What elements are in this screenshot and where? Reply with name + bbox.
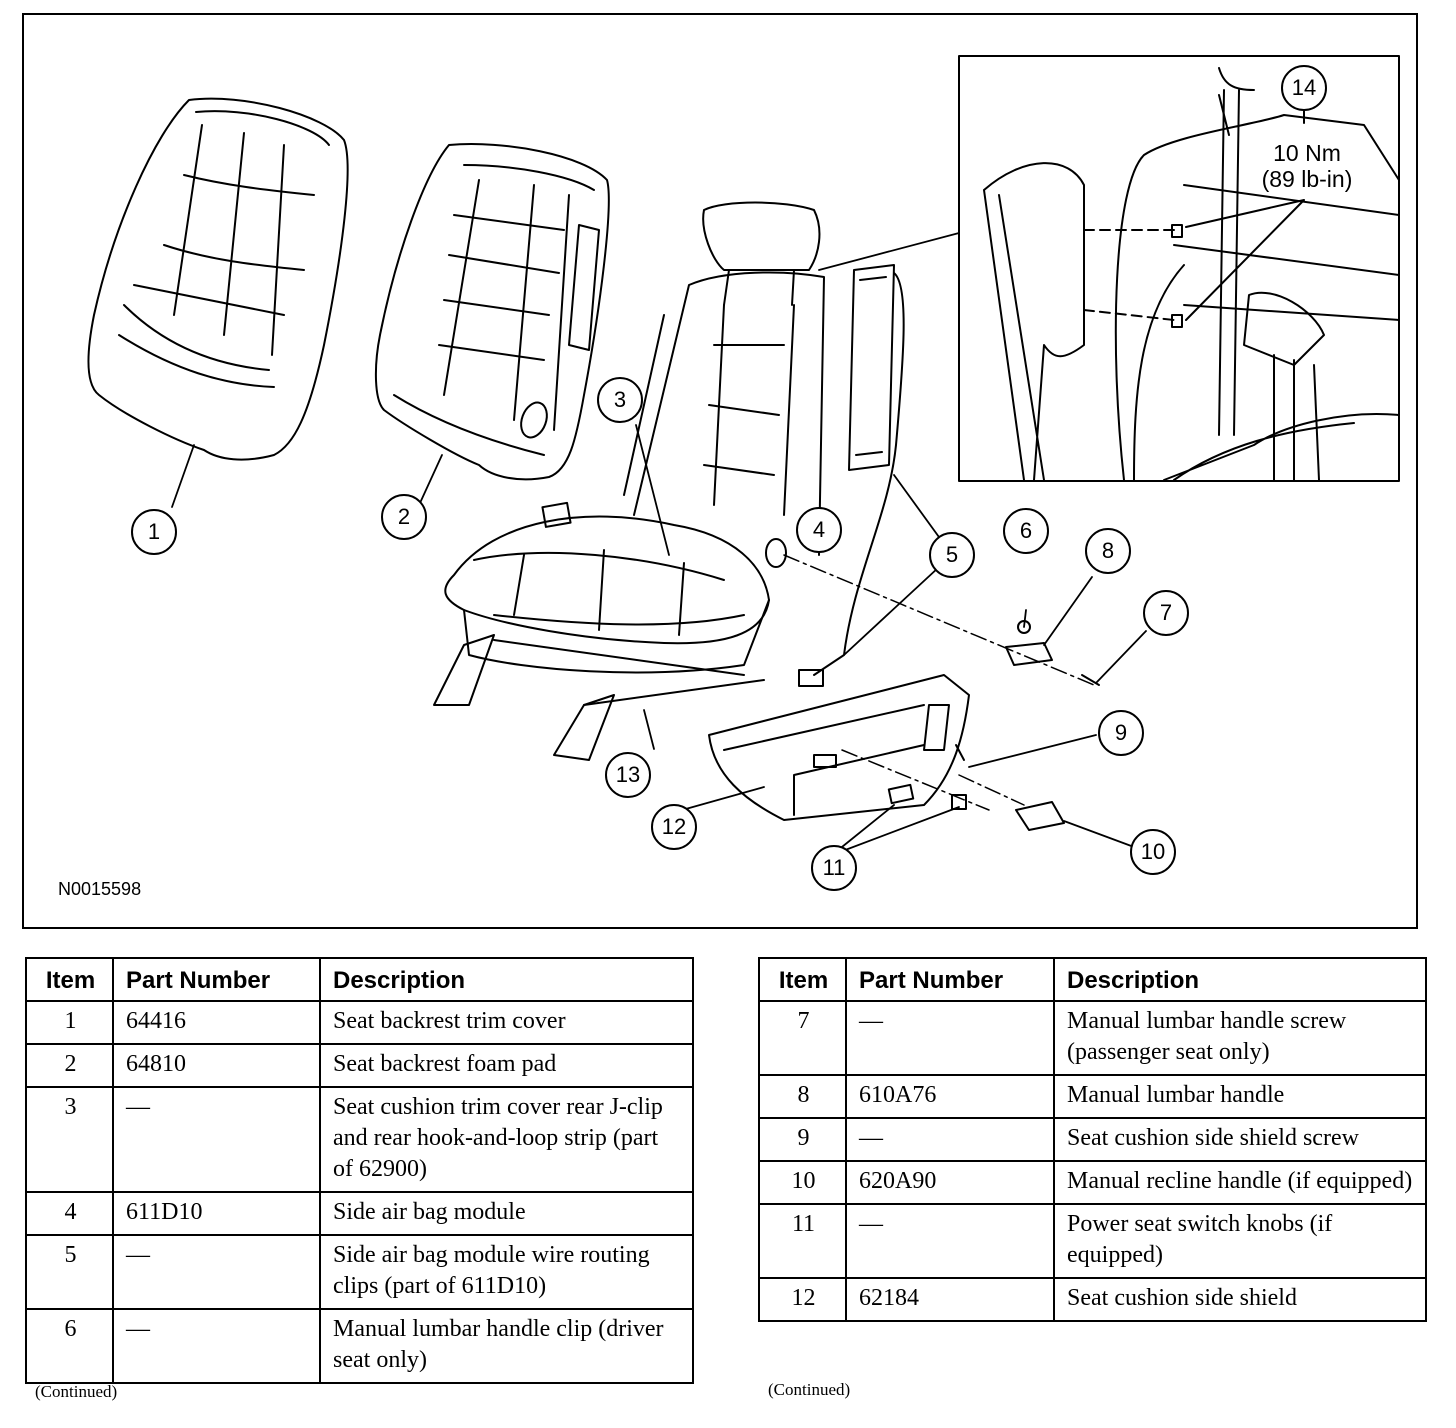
cell-description: Side air bag module wire routing clips (…: [319, 1234, 694, 1310]
table-header-row: Item Part Number Description: [758, 957, 1427, 1002]
header-item: Item: [758, 957, 847, 1002]
cell-part-number: 610A76: [845, 1074, 1055, 1119]
inset-detail: [958, 55, 1400, 482]
cell-part-number: 620A90: [845, 1160, 1055, 1205]
cell-description: Seat cushion side shield: [1053, 1277, 1427, 1322]
table-header-row: Item Part Number Description: [25, 957, 694, 1002]
cell-description: Power seat switch knobs (if equipped): [1053, 1203, 1427, 1279]
cell-description: Seat backrest trim cover: [319, 1000, 694, 1045]
callout-10: 10: [1130, 829, 1176, 875]
exploded-seat-diagram: 1 2 3 4 5 6 7 8 9 10 11 12 13 14 10 Nm (…: [22, 13, 1418, 929]
foam-pad-drawing: [374, 143, 610, 481]
continued-note-left: (Continued): [35, 1382, 118, 1401]
cell-part-number: —: [112, 1086, 321, 1193]
leader-lines: [171, 232, 1147, 856]
cell-item: 1: [25, 1000, 114, 1045]
alignment-lines: [783, 554, 1095, 811]
callout-1: 1: [131, 509, 177, 555]
header-item: Item: [25, 957, 114, 1002]
table-row: 5 — Side air bag module wire routing cli…: [25, 1234, 694, 1310]
cell-part-number: —: [845, 1000, 1055, 1076]
cell-part-number: —: [845, 1203, 1055, 1279]
callout-2: 2: [381, 494, 427, 540]
callout-9: 9: [1098, 710, 1144, 756]
continued-note-right: (Continued): [768, 1380, 851, 1399]
cell-part-number: 62184: [845, 1277, 1055, 1322]
cell-item: 11: [758, 1203, 847, 1279]
callout-12: 12: [651, 804, 697, 850]
table-row: 1 64416 Seat backrest trim cover: [25, 1000, 694, 1045]
cell-item: 8: [758, 1074, 847, 1119]
cell-description: Manual lumbar handle screw (passenger se…: [1053, 1000, 1427, 1076]
callout-4: 4: [796, 507, 842, 553]
cell-description: Seat cushion side shield screw: [1053, 1117, 1427, 1162]
header-description: Description: [319, 957, 694, 1002]
cell-item: 2: [25, 1043, 114, 1088]
table-row: 2 64810 Seat backrest foam pad: [25, 1043, 694, 1088]
torque-metric: 10 Nm: [1273, 140, 1341, 166]
cell-part-number: 64810: [112, 1043, 321, 1088]
cell-part-number: 64416: [112, 1000, 321, 1045]
table-row: 4 611D10 Side air bag module: [25, 1191, 694, 1236]
table-row: 8 610A76 Manual lumbar handle: [758, 1074, 1427, 1119]
side-air-bag-drawing: [798, 264, 905, 687]
torque-imperial: (89 lb-in): [1261, 166, 1353, 192]
header-part-number: Part Number: [845, 957, 1055, 1002]
table-row: 7 — Manual lumbar handle screw (passenge…: [758, 1000, 1427, 1076]
side-shield-drawing: [708, 674, 970, 821]
cell-item: 12: [758, 1277, 847, 1322]
callout-14: 14: [1281, 65, 1327, 111]
cell-description: Manual lumbar handle clip (driver seat o…: [319, 1308, 694, 1384]
callout-8: 8: [1085, 528, 1131, 574]
callout-11: 11: [811, 845, 857, 891]
table-row: 10 620A90 Manual recline handle (if equi…: [758, 1160, 1427, 1205]
parts-table-left: Item Part Number Description 1 64416 Sea…: [25, 957, 694, 1384]
cell-item: 9: [758, 1117, 847, 1162]
cell-part-number: —: [112, 1308, 321, 1384]
table-row: 9 — Seat cushion side shield screw: [758, 1117, 1427, 1162]
cell-part-number: —: [845, 1117, 1055, 1162]
figure-id: N0015598: [58, 879, 142, 899]
cell-part-number: —: [112, 1234, 321, 1310]
cell-item: 5: [25, 1234, 114, 1310]
callout-13: 13: [605, 752, 651, 798]
table-row: 12 62184 Seat cushion side shield: [758, 1277, 1427, 1322]
cell-part-number: 611D10: [112, 1191, 321, 1236]
cell-item: 4: [25, 1191, 114, 1236]
header-description: Description: [1053, 957, 1427, 1002]
cell-item: 3: [25, 1086, 114, 1193]
small-parts-drawing: [887, 620, 1100, 831]
cell-item: 6: [25, 1308, 114, 1384]
seat-assembly-drawing: [433, 201, 825, 761]
callout-5: 5: [929, 532, 975, 578]
cell-item: 7: [758, 1000, 847, 1076]
backrest-trim-cover-drawing: [87, 97, 349, 461]
table-row: 11 — Power seat switch knobs (if equippe…: [758, 1203, 1427, 1279]
torque-spec: 10 Nm (89 lb-in): [1232, 140, 1382, 192]
table-row: 3 — Seat cushion trim cover rear J-clip …: [25, 1086, 694, 1193]
callout-6: 6: [1003, 508, 1049, 554]
parts-table-right: Item Part Number Description 7 — Manual …: [758, 957, 1427, 1322]
header-part-number: Part Number: [112, 957, 321, 1002]
cell-description: Manual recline handle (if equipped): [1053, 1160, 1427, 1205]
cell-item: 10: [758, 1160, 847, 1205]
table-row: 6 — Manual lumbar handle clip (driver se…: [25, 1308, 694, 1384]
cell-description: Side air bag module: [319, 1191, 694, 1236]
seat-line-drawing: [87, 55, 1400, 856]
cell-description: Seat cushion trim cover rear J-clip and …: [319, 1086, 694, 1193]
callout-3: 3: [597, 377, 643, 423]
callout-7: 7: [1143, 590, 1189, 636]
cell-description: Manual lumbar handle: [1053, 1074, 1427, 1119]
cell-description: Seat backrest foam pad: [319, 1043, 694, 1088]
